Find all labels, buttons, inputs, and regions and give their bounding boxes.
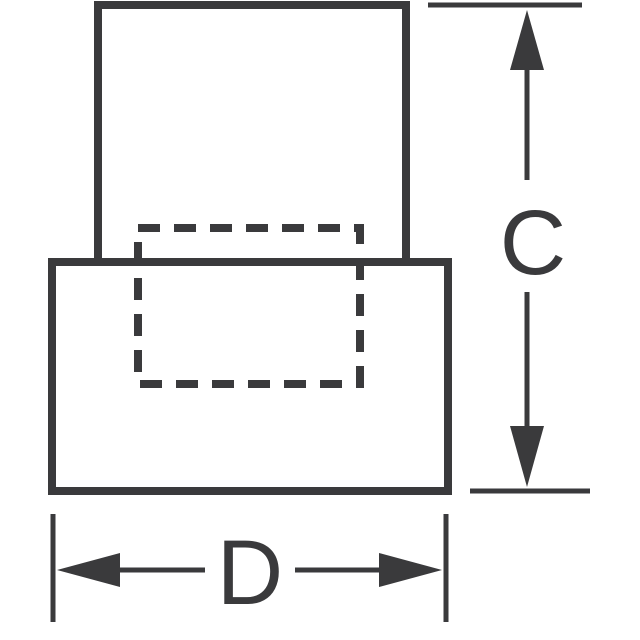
hidden-feature-outline (134, 224, 364, 388)
height-arrowhead-top (510, 10, 544, 70)
width-arrowhead-right (379, 553, 442, 587)
upper-body-outline (94, 1, 410, 262)
height-arrowhead-bottom (510, 426, 544, 487)
width-arrowhead-left (57, 553, 120, 587)
width-dimension-label: D (217, 522, 283, 624)
height-dimension-label: C (500, 192, 566, 294)
base-body-outline (48, 258, 452, 495)
